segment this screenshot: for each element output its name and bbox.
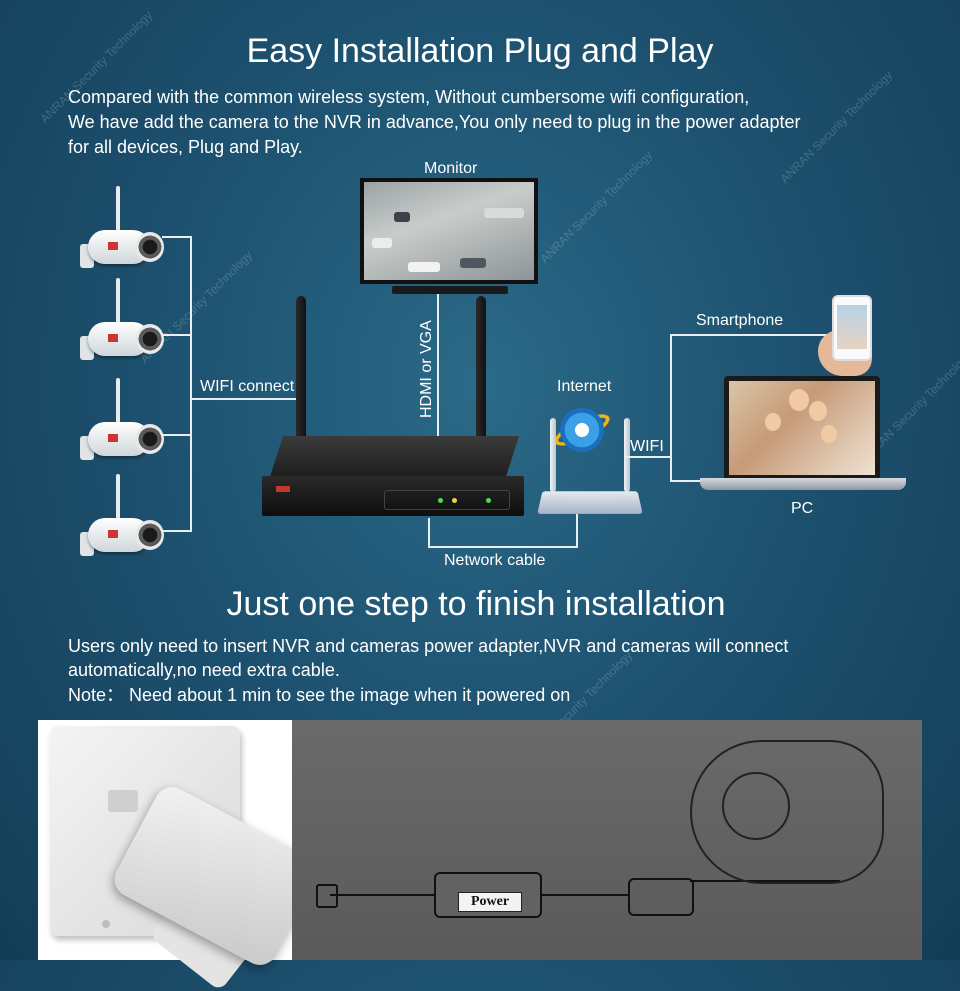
camera-outline-icon: [690, 740, 884, 884]
monitor-icon: [360, 178, 538, 284]
wifi-label: WIFI: [630, 438, 664, 455]
watermark: ANRAN Security Technology: [537, 148, 656, 266]
camera-icon: [80, 474, 182, 566]
intro-text-line-2: We have add the camera to the NVR in adv…: [68, 112, 801, 132]
connector-line: [162, 334, 192, 336]
section-title: Just one step to finish installation: [226, 585, 726, 623]
smartphone-icon: [832, 295, 872, 361]
connector-line: [670, 480, 702, 482]
connector-line: [428, 546, 578, 548]
connector-line: [162, 236, 192, 238]
connector-line: [190, 236, 192, 532]
section-text-line-2: automatically,no need extra cable.: [68, 660, 340, 680]
power-adapter-icon: Power: [434, 872, 542, 918]
camera-icon: [80, 378, 182, 470]
connector-line: [670, 334, 672, 482]
laptop-icon: [724, 376, 880, 480]
connector-line: [626, 456, 672, 458]
monitor-label: Monitor: [424, 160, 478, 177]
monitor-stand: [392, 286, 508, 294]
wall-socket-image: [38, 720, 324, 991]
power-wire: [538, 894, 630, 896]
page-title: Easy Installation Plug and Play: [246, 32, 714, 70]
intro-text-line-1: Compared with the common wireless system…: [68, 87, 750, 107]
plug-icon: [316, 884, 338, 908]
connector-line: [190, 398, 298, 400]
connector-line: [437, 294, 439, 444]
pc-label: PC: [791, 500, 814, 517]
connector-line: [162, 434, 192, 436]
section-text-line-1: Users only need to insert NVR and camera…: [68, 636, 789, 656]
nvr-icon: [262, 296, 524, 522]
intro-text-line-3: for all devices, Plug and Play.: [68, 137, 303, 157]
smartphone-label: Smartphone: [696, 312, 784, 329]
connector-icon: [628, 878, 694, 916]
hdmi-vga-label: HDMI or VGA: [418, 320, 435, 418]
power-label: Power: [458, 892, 522, 912]
camera-icon: [80, 278, 182, 370]
wifi-connect-label: WIFI connect: [200, 378, 295, 395]
ie-icon: [560, 408, 604, 452]
note-text: Note： Need about 1 min to see the image …: [68, 685, 571, 705]
internet-label: Internet: [557, 378, 612, 395]
connector-line: [576, 514, 578, 548]
power-wire: [330, 894, 434, 896]
laptop-base: [700, 478, 906, 490]
connector-line: [428, 518, 430, 548]
connector-line: [670, 334, 830, 336]
connector-line: [162, 530, 192, 532]
camera-icon: [80, 186, 182, 278]
network-cable-label: Network cable: [444, 552, 546, 569]
router-icon: [537, 418, 643, 514]
